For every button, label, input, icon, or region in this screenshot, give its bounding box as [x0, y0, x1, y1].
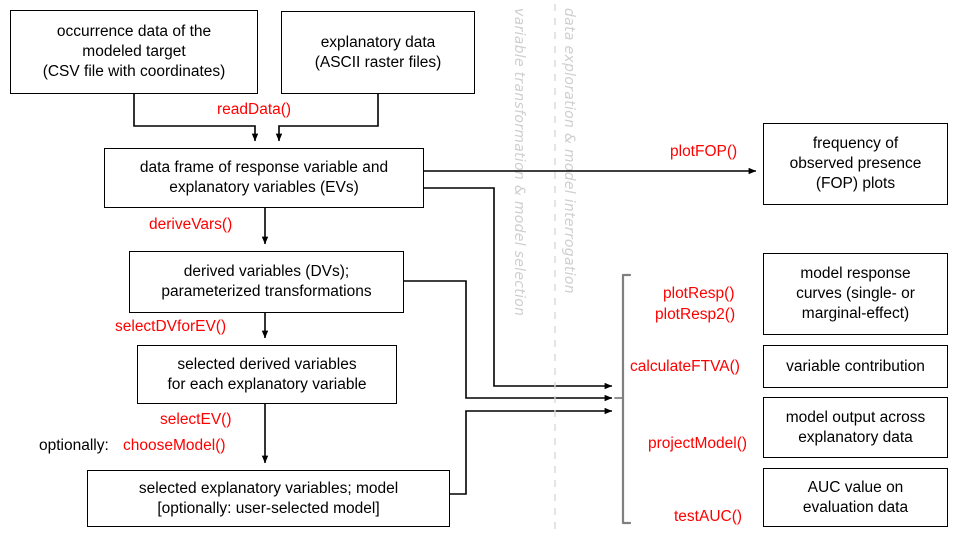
box-variable-contribution[interactable]: variable contribution [763, 345, 948, 388]
box-explanatory-data[interactable]: explanatory data (ASCII raster files) [281, 11, 475, 94]
label-plot-resp2: plotResp2() [655, 306, 736, 323]
wire-derived-to-bracket [404, 280, 613, 402]
label-test-auc: testAUC() [674, 508, 743, 525]
label-select-dv-for-ev: selectDVforEV() [115, 318, 227, 335]
box-selected-explanatory-variables[interactable]: selected explanatory variables; model [o… [87, 470, 450, 527]
watermark-right-column: data exploration & model interrogation [561, 8, 577, 294]
box-derived-variables[interactable]: derived variables (DVs); parameterized t… [129, 251, 404, 313]
label-project-model: projectModel() [648, 435, 748, 452]
box-selected-derived-variables[interactable]: selected derived variables for each expl… [137, 345, 397, 404]
watermark-left-column: variable transformation & model selectio… [511, 8, 527, 317]
label-plot-fop: plotFOP() [670, 143, 738, 160]
wire-selectedev-to-bracket [450, 407, 613, 495]
label-choose-model: chooseModel() [123, 437, 226, 454]
box-model-response-curves[interactable]: model response curves (single- or margin… [763, 253, 948, 335]
wire-explanatory-to-dataframe [275, 93, 379, 142]
label-derive-vars: deriveVars() [149, 216, 233, 233]
label-calculate-ftva: calculateFTVA() [630, 358, 740, 375]
label-select-ev: selectEV() [160, 411, 232, 428]
label-plot-resp: plotResp() [663, 285, 735, 302]
box-model-output[interactable]: model output across explanatory data [763, 397, 948, 458]
box-fop-plots[interactable]: frequency of observed presence (FOP) plo… [763, 123, 948, 205]
box-data-frame[interactable]: data frame of response variable and expl… [104, 148, 424, 208]
output-group-bracket [614, 273, 632, 525]
label-read-data: readData() [217, 101, 292, 118]
box-occurrence-data[interactable]: occurrence data of the modeled target (C… [10, 10, 258, 94]
box-auc-value[interactable]: AUC value on evaluation data [763, 468, 948, 527]
label-optionally: optionally: [39, 437, 109, 454]
